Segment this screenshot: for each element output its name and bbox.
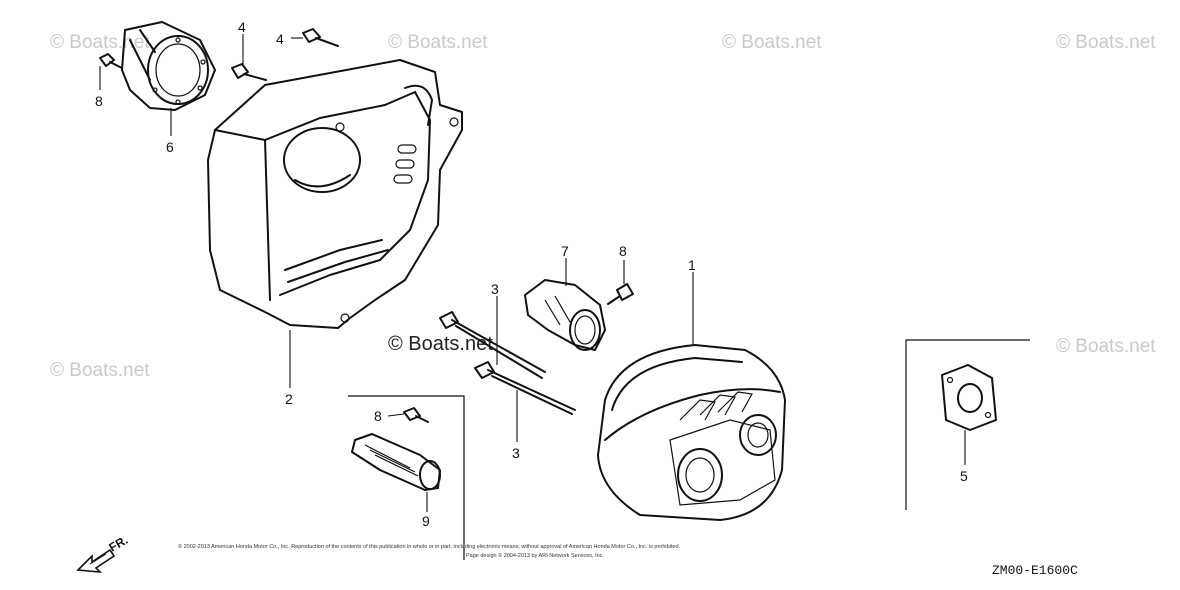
copyright-line: Page design © 2004-2013 by ARI Network S… (466, 552, 604, 559)
callouts: 1 2 3 3 4 4 5 6 7 8 8 8 9 (95, 19, 968, 529)
exhaust-deflector-drawing (121, 21, 216, 111)
arrow-icon (76, 548, 116, 573)
spark-arrester-drawing (524, 279, 634, 351)
watermark: © Boats.net (388, 32, 488, 53)
watermark: © Boats.net (50, 360, 150, 381)
callout-7: 7 (561, 243, 569, 259)
bolts-long-drawing (439, 311, 576, 415)
callout-8: 8 (95, 93, 103, 109)
callout-6: 6 (166, 139, 174, 155)
bolt-drawings (99, 28, 339, 81)
watermark: © Boats.net (1056, 336, 1156, 357)
callout-9: 9 (422, 513, 430, 529)
screen-drawing (351, 407, 441, 491)
watermark-layer: © Boats.net © Boats.net © Boats.net © Bo… (50, 32, 1156, 381)
callout-2: 2 (285, 391, 293, 407)
callout-8: 8 (374, 408, 382, 424)
gasket-drawing (941, 364, 997, 431)
callout-3: 3 (491, 281, 499, 297)
front-direction-indicator: FR. (76, 533, 130, 573)
watermark-center: © Boats.net (388, 333, 493, 355)
callout-3: 3 (512, 445, 520, 461)
callout-1: 1 (688, 257, 696, 273)
inset-frames (348, 339, 1030, 560)
callout-5: 5 (960, 468, 968, 484)
copyright-line: © 2002-2013 American Honda Motor Co., In… (178, 543, 681, 550)
watermark: © Boats.net (1056, 32, 1156, 53)
callout-4: 4 (238, 19, 246, 35)
watermark: © Boats.net (722, 32, 822, 53)
muffler-protector-drawing (207, 59, 463, 329)
callout-4: 4 (276, 31, 284, 47)
diagram-code: ZM00-E1600C (992, 563, 1078, 578)
leader-lines (99, 34, 966, 512)
callout-8: 8 (619, 243, 627, 259)
muffler-drawing (597, 344, 786, 521)
